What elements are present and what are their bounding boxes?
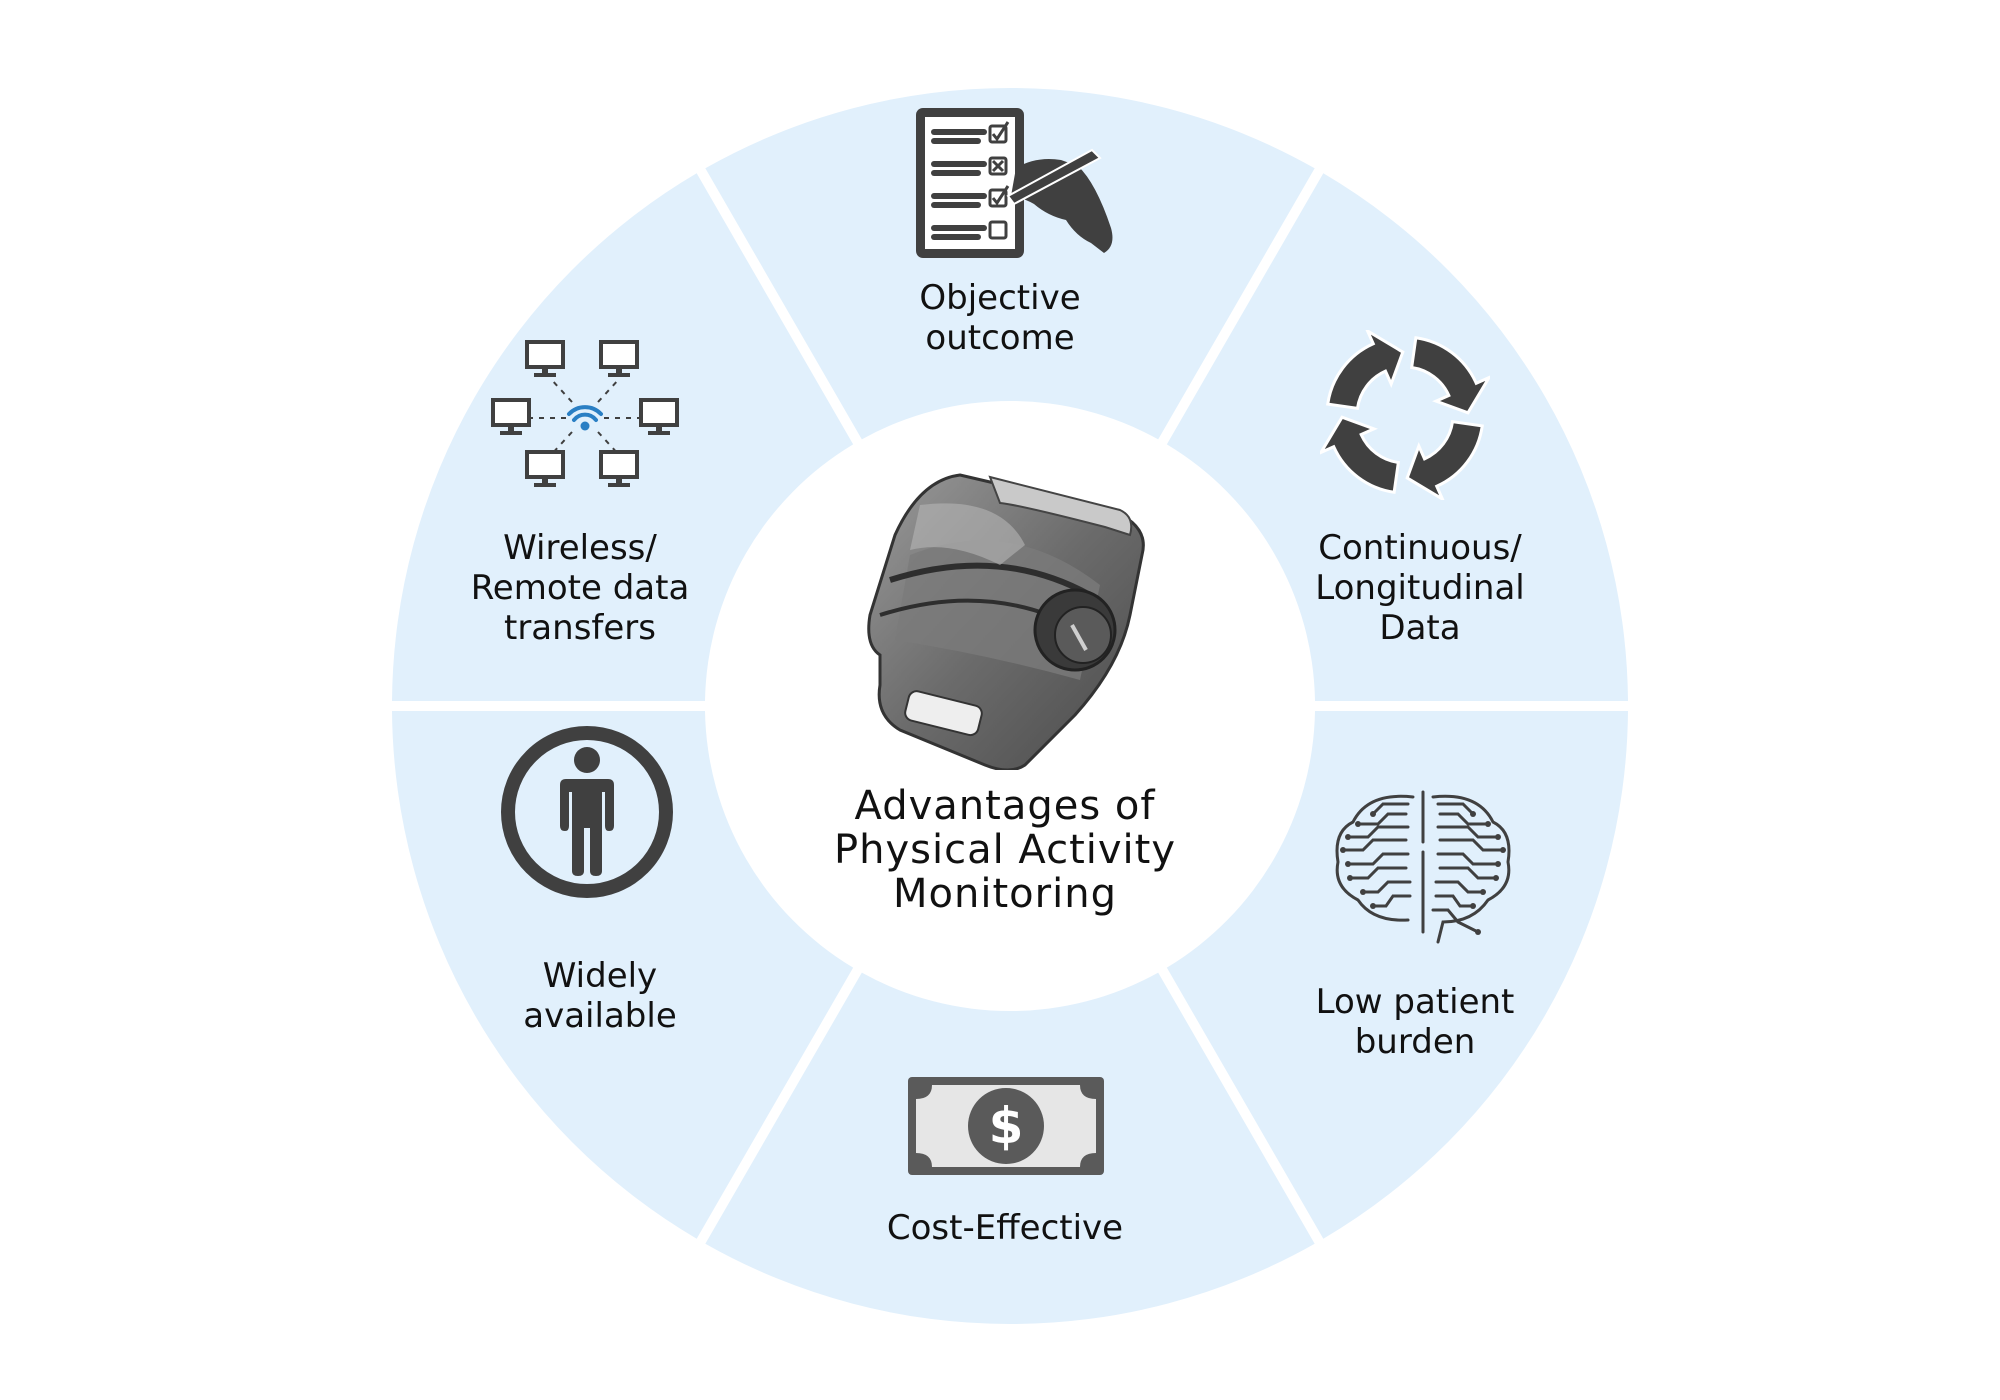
segment-label-line: transfers [504,608,656,648]
segment-label-line: Low patient [1315,982,1515,1022]
segment-label-burden: Low patient burden [1270,982,1560,1062]
ring-segment-burden [1166,711,1628,1239]
dollar-bill-icon: $ [908,1077,1104,1175]
segment-label-objective: Objective outcome [850,278,1150,358]
segment-label-line: Cost-Effective [886,1208,1124,1248]
ring-segment-continuous [1166,173,1628,702]
segment-label-available: Widely available [460,956,740,1036]
segment-label-line: Continuous/ [1318,528,1522,568]
center-title: Advantages of Physical Activity Monitori… [800,784,1210,916]
segment-label-line: Longitudinal [1315,568,1525,608]
cycle-arrow-segment [1409,336,1490,415]
segment-label-line: burden [1354,1022,1476,1062]
cycle-arrow-segment [1320,415,1401,494]
svg-text:$: $ [989,1097,1024,1155]
segment-label-wireless: Wireless/ Remote data transfers [440,528,720,648]
ring-segment-objective [705,87,1315,440]
segment-label-line: Objective [919,278,1081,318]
cycle-arrow-segment [1326,330,1405,411]
segment-label-cost: Cost-Effective [850,1208,1160,1248]
segment-label-line: Widely [542,956,658,996]
activity-monitor-device-icon [867,473,1145,770]
segment-label-line: Data [1379,608,1461,648]
circuit-brain-icon [1335,790,1511,944]
segment-label-line: Wireless/ [503,528,657,568]
center-title-line: Monitoring [893,871,1117,917]
segment-label-line: available [523,996,677,1036]
cycle-arrows-icon [1320,330,1490,500]
checklist-hand-icon [916,108,1113,258]
center-title-line: Advantages of [854,783,1156,829]
segment-label-line: Remote data [470,568,690,608]
person-circle-icon [501,726,673,898]
segment-label-continuous: Continuous/ Longitudinal Data [1280,528,1560,648]
ring-segment-wireless [392,173,854,702]
wireless-network-icon [491,340,679,487]
cycle-arrow-segment [1405,419,1484,500]
segment-label-line: outcome [925,318,1075,358]
center-title-line: Physical Activity [833,827,1177,873]
